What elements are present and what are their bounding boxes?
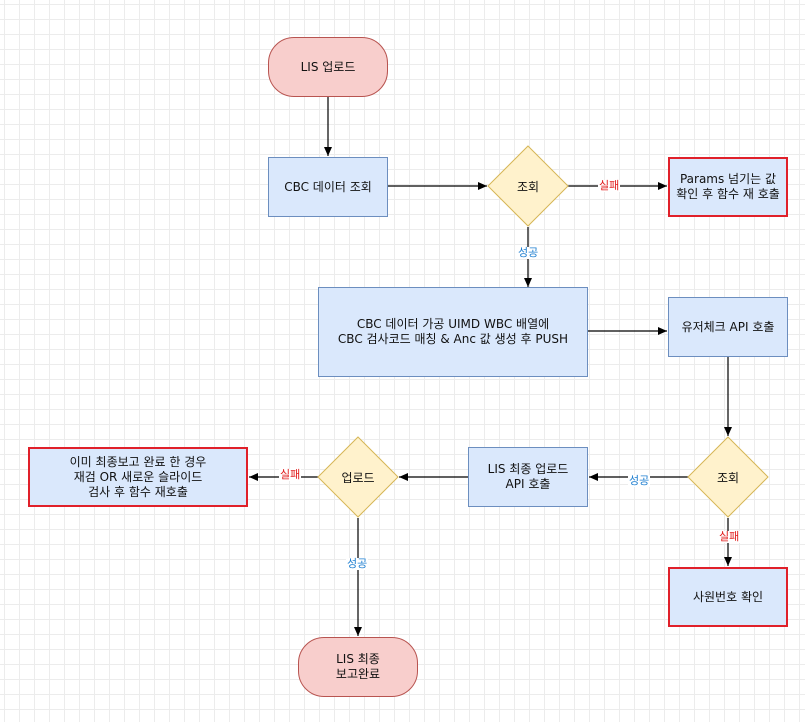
query-decision-1-label[interactable]: 조회 [516,179,540,194]
user-check-api-step[interactable]: 유저체크 API 호출 [668,297,788,357]
edge-label-success-3: 성공 [346,557,369,570]
cbc-process-step[interactable]: CBC 데이터 가공 UIMD WBC 배열에 CBC 검사코드 매칭 & An… [318,287,588,377]
employee-number-check-step[interactable]: 사원번호 확인 [668,567,788,627]
already-reported-step[interactable]: 이미 최종보고 완료 한 경우 재검 OR 새로운 슬라이드 검사 후 함수 재… [28,447,248,507]
params-retry-step[interactable]: Params 넘기는 값 확인 후 함수 재 호출 [668,157,788,217]
query-decision-2-label[interactable]: 조회 [716,470,740,485]
decision-diamond-2 [687,436,769,518]
decision-diamond-1 [487,145,569,227]
cbc-data-query-step[interactable]: CBC 데이터 조회 [268,157,388,217]
edge-label-fail-2: 실패 [718,530,741,543]
edge-label-success-2: 성공 [628,474,651,487]
upload-decision-label[interactable]: 업로드 [341,470,375,485]
edge-label-fail-1: 실패 [598,179,621,192]
edge-label-fail-3: 실패 [279,468,302,481]
decision-diamond-upload [317,436,399,518]
edge-label-success-1: 성공 [517,246,540,259]
lis-upload-start[interactable]: LIS 업로드 [268,37,388,97]
lis-final-upload-api-step[interactable]: LIS 최종 업로드 API 호출 [468,447,588,507]
lis-final-complete-end[interactable]: LIS 최종 보고완료 [298,637,418,697]
